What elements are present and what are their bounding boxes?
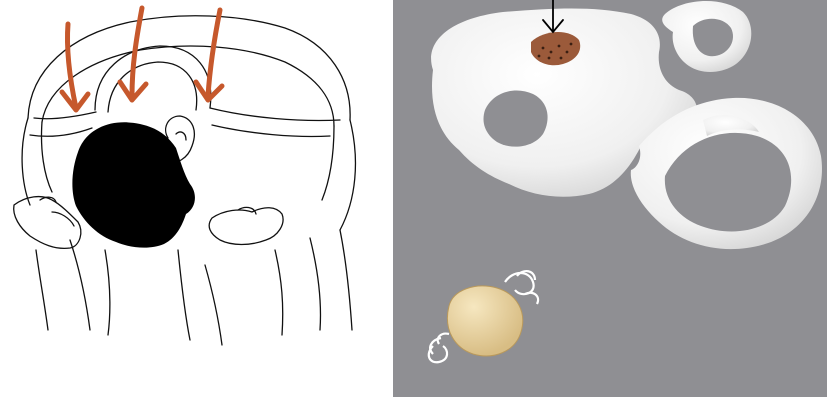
labyrinth-white-structure	[431, 1, 822, 249]
right-3d-model-panel	[393, 0, 827, 397]
orange-arrow-left	[67, 24, 76, 108]
orange-arrow-right	[208, 10, 220, 96]
head-silhouette	[72, 122, 195, 247]
labyrinth-model	[393, 0, 827, 397]
arrows-group	[62, 8, 222, 110]
left-illustration-panel	[0, 0, 393, 397]
small-model-coils-bottom	[429, 334, 449, 363]
small-inner-ear-model	[429, 271, 538, 362]
head-maneuver-sketch	[0, 0, 393, 397]
